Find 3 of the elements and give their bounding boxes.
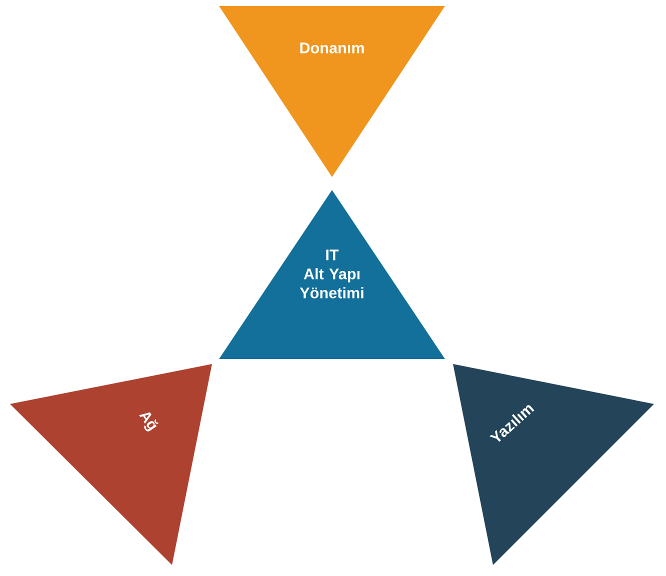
triangle: Ağ	[10, 364, 212, 565]
inverted-triangle: Donanım	[219, 6, 445, 177]
triangle: IT Alt Yapı Yönetimi	[219, 190, 445, 359]
